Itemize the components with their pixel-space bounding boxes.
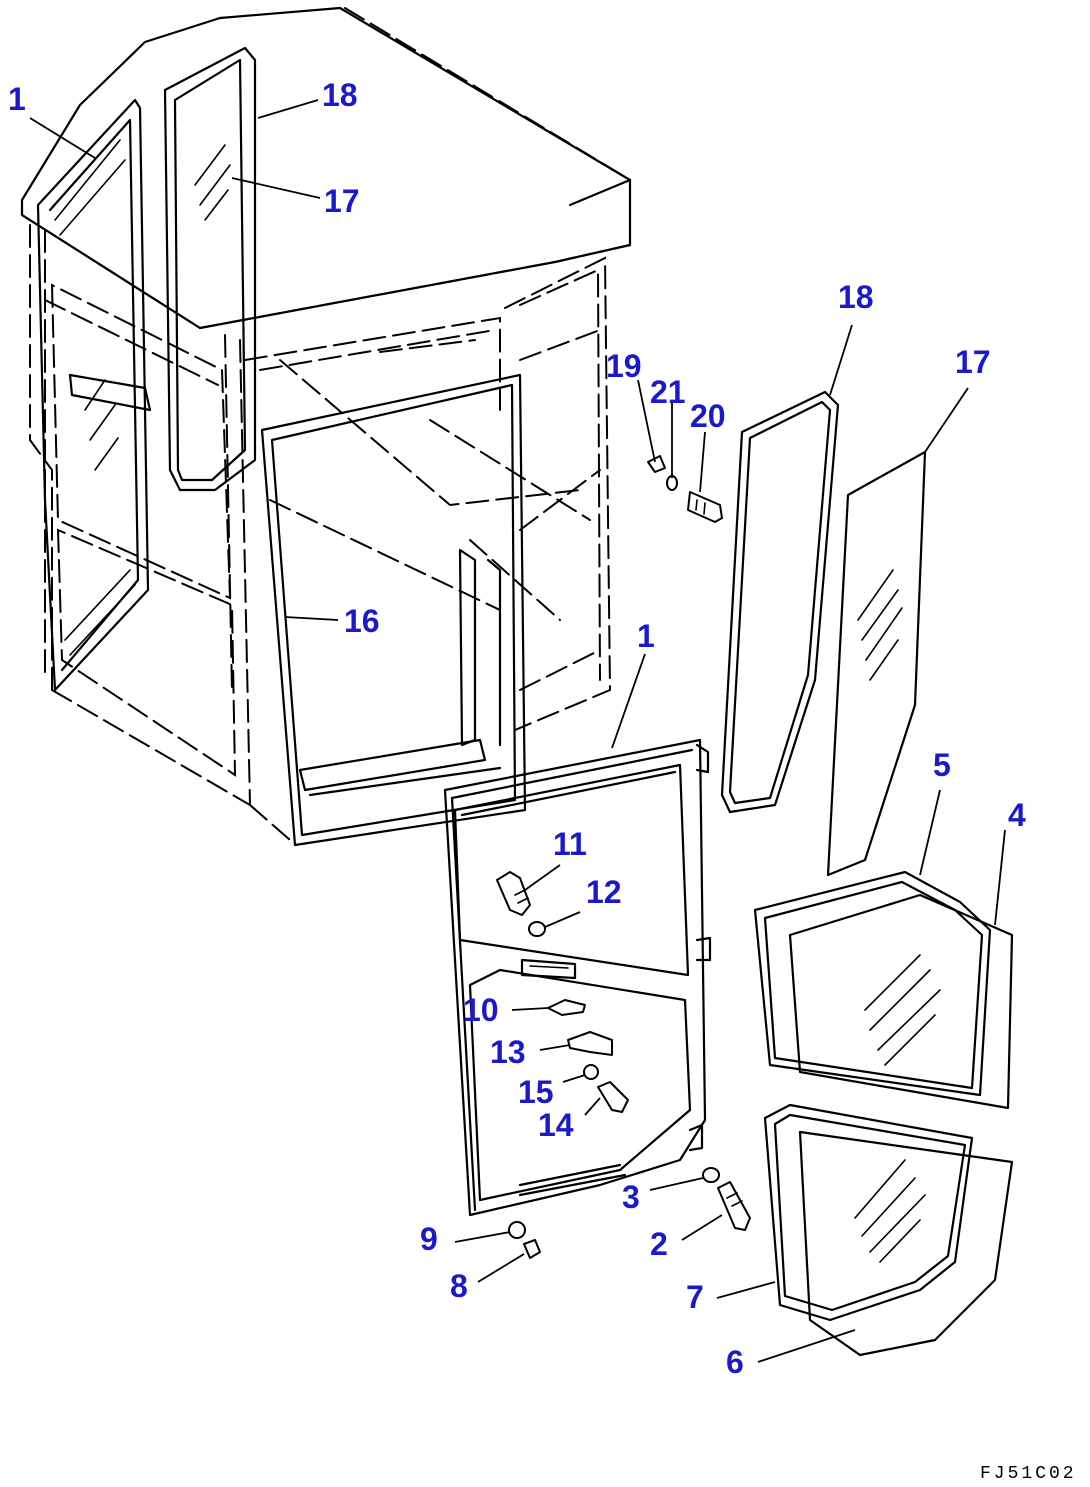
weatherstrip-7: [763, 1103, 974, 1322]
callout-18-top: 18: [322, 77, 358, 113]
callout-10: 10: [463, 992, 499, 1028]
washer-15: [583, 1064, 599, 1080]
right-side-glass-parts: [720, 390, 1014, 1357]
plate-13: [567, 1031, 613, 1056]
bolt-11: [496, 871, 531, 916]
washer-12: [528, 921, 546, 937]
cab-body: [20, 6, 632, 841]
glass-4: [788, 893, 1014, 1110]
nut-8: [523, 1239, 541, 1259]
weatherstrip-18: [720, 390, 840, 814]
bolt-14: [597, 1081, 629, 1113]
callout-9: 9: [420, 1221, 438, 1257]
callout-17-right: 17: [955, 344, 991, 380]
callout-11: 11: [553, 826, 587, 862]
washer-21: [666, 475, 678, 491]
bolt-20: [687, 491, 723, 523]
callout-2: 2: [650, 1226, 668, 1262]
callout-5: 5: [933, 747, 951, 783]
latch-10: [547, 999, 586, 1016]
callout-14: 14: [538, 1107, 574, 1143]
glass-17: [826, 450, 927, 877]
drawing-code: FJ51C02: [980, 1464, 1077, 1484]
callout-8: 8: [450, 1268, 468, 1304]
callout-21: 21: [650, 374, 686, 410]
door-assembly: [443, 738, 712, 1217]
callout-16: 16: [344, 603, 380, 639]
callout-12: 12: [586, 874, 622, 910]
callout-3: 3: [622, 1179, 640, 1215]
callout-labels: 1 18 17 16 19 21 20 18 17 1 11 12 10 13 …: [8, 77, 1026, 1380]
callout-6: 6: [726, 1344, 744, 1380]
callout-15: 15: [518, 1074, 554, 1110]
callout-18-right: 18: [838, 279, 874, 315]
leader-lines: [29, 99, 1006, 1363]
bolt-19: [647, 455, 666, 473]
hardware-parts: [496, 455, 751, 1259]
callout-1-roof: 1: [8, 81, 26, 117]
callout-17-top: 17: [324, 183, 360, 219]
washer-3: [702, 1167, 720, 1183]
washer-9: [508, 1221, 526, 1239]
glass-6: [798, 1130, 1014, 1357]
bolt-2: [717, 1181, 751, 1231]
callout-20: 20: [690, 398, 726, 434]
callout-19: 19: [606, 348, 642, 384]
front-window-frame: [260, 373, 527, 847]
callout-7: 7: [686, 1279, 704, 1315]
callout-13: 13: [490, 1034, 526, 1070]
callout-4: 4: [1008, 797, 1026, 833]
callout-1-door: 1: [637, 618, 655, 654]
weatherstrip-5: [753, 870, 992, 1097]
